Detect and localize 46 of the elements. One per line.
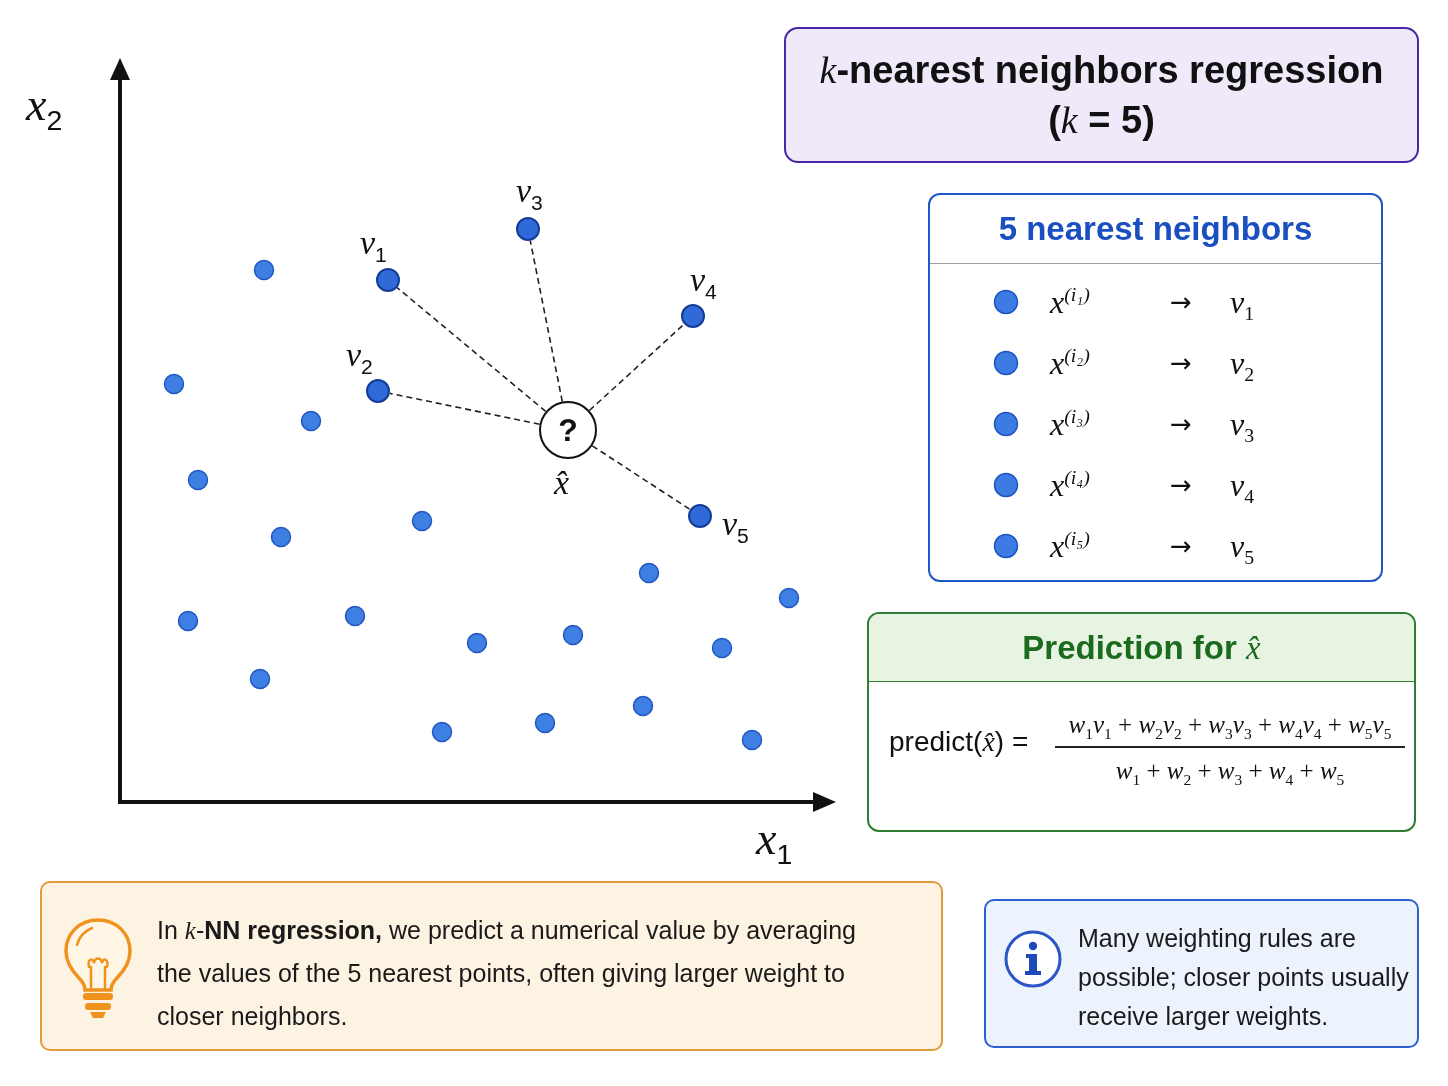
dashed-line	[588, 323, 685, 412]
info-text: Many weighting rules are possible; closer points usually receive larger weights.	[1078, 923, 1410, 1032]
title: k-nearest neighbors regression (k = 5)	[818, 48, 1385, 143]
data-point	[516, 217, 540, 241]
point-label: v$_{5}$	[722, 504, 749, 544]
value-label: v$_{5}$	[1230, 527, 1255, 566]
fraction-denominator: w$_{1}$ + w$_{2}$ + w$_{3}$ + w$_{4}$ + w$_{5}$	[1115, 756, 1345, 786]
point-label: x̂	[554, 463, 570, 503]
mapping-arrow: →	[1170, 530, 1192, 563]
dashed-line	[389, 392, 541, 425]
panel-heading: Prediction for x̂	[1022, 628, 1261, 667]
prediction-panel	[867, 612, 1416, 832]
fraction-numerator: w$_{1}$v$_{1}$ + w$_{2}$v$_{2}$ + w$_{3}$v$_{3}$ + w$_{4}$v$_{4}$ + w$_{5}$v$_{5}$	[1068, 710, 1392, 740]
point-label: v$_{2}$	[346, 335, 373, 375]
data-point	[681, 304, 705, 328]
formula-text: predict(x̂) =	[889, 725, 1029, 759]
panel-heading: 5 nearest neighbors	[998, 210, 1313, 248]
neighbors-panel	[928, 193, 1383, 582]
axis-label: x$_{2}$	[26, 78, 63, 131]
point-label: v$_{4}$	[690, 260, 717, 300]
value-label: v$_{1}$	[1230, 283, 1255, 322]
neighbor-term: x$^{(i₃)}$	[1050, 404, 1090, 444]
data-point	[376, 268, 400, 292]
mapping-arrow: →	[1170, 408, 1192, 441]
value-label: v$_{2}$	[1230, 344, 1255, 383]
dashed-line	[396, 286, 547, 413]
neighbor-term: x$^{(i₂)}$	[1050, 343, 1090, 383]
point-label: v$_{1}$	[360, 223, 387, 263]
tip-panel	[40, 881, 943, 1051]
point-label: v$_{3}$	[516, 171, 543, 211]
info-panel	[984, 899, 1419, 1048]
query-point-circle: ?	[539, 401, 597, 459]
neighbor-term: x$^{(i₄)}$	[1050, 465, 1090, 505]
dashed-line	[529, 240, 564, 403]
tip-text: In k-NN regression, we predict a numerical value by averaging the values of the 5 nearest points, often giving larger weight to closer neighbors.	[157, 915, 857, 1032]
mapping-arrow: →	[1170, 286, 1192, 319]
dashed-line	[591, 445, 691, 511]
neighbor-term: x$^{(i₁)}$	[1050, 282, 1090, 322]
mapping-arrow: →	[1170, 469, 1192, 502]
axis-label: x$_{1}$	[756, 812, 793, 865]
data-point	[688, 504, 712, 528]
mapping-arrow: →	[1170, 347, 1192, 380]
neighbor-term: x$^{(i₅)}$	[1050, 526, 1090, 566]
value-label: v$_{4}$	[1230, 466, 1255, 505]
value-label: v$_{3}$	[1230, 405, 1255, 444]
data-point	[366, 379, 390, 403]
